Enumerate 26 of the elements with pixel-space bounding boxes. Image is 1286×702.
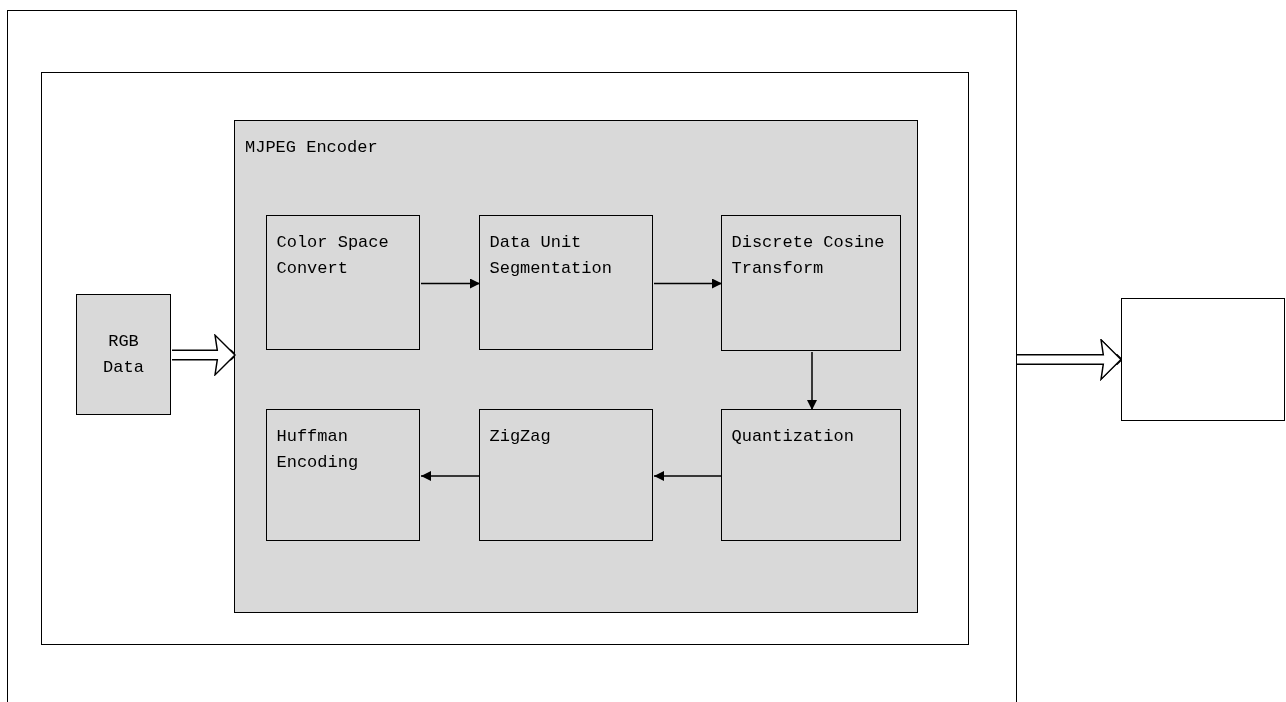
box-label: Huffman Encoding <box>276 425 360 474</box>
arrow <box>420 471 481 481</box>
process-box <box>478 408 653 541</box>
box-label: Data Unit Segmentation <box>489 231 613 280</box>
arrow <box>807 351 817 411</box>
process-box <box>76 294 171 415</box>
box-label: Quantization <box>731 425 855 448</box>
container-box <box>7 10 1017 702</box>
process-box <box>265 408 420 541</box>
box-label: RGB Data <box>102 330 145 379</box>
arrow <box>653 278 723 289</box>
arrow <box>1017 338 1122 381</box>
arrow <box>172 334 236 376</box>
module-box <box>234 120 918 613</box>
box-label: ZigZag <box>489 425 552 448</box>
process-box <box>720 408 901 541</box>
box-label: Color Space Convert <box>276 231 390 280</box>
process-box <box>478 214 653 350</box>
container-box <box>1121 298 1285 421</box>
arrow <box>653 471 723 481</box>
box-label: Discrete Cosine Transform <box>731 231 886 280</box>
arrow <box>420 278 481 289</box>
container-box <box>40 71 969 645</box>
box-label: MJPEG Encoder <box>245 137 379 159</box>
process-box <box>265 214 420 350</box>
process-box <box>720 214 901 351</box>
